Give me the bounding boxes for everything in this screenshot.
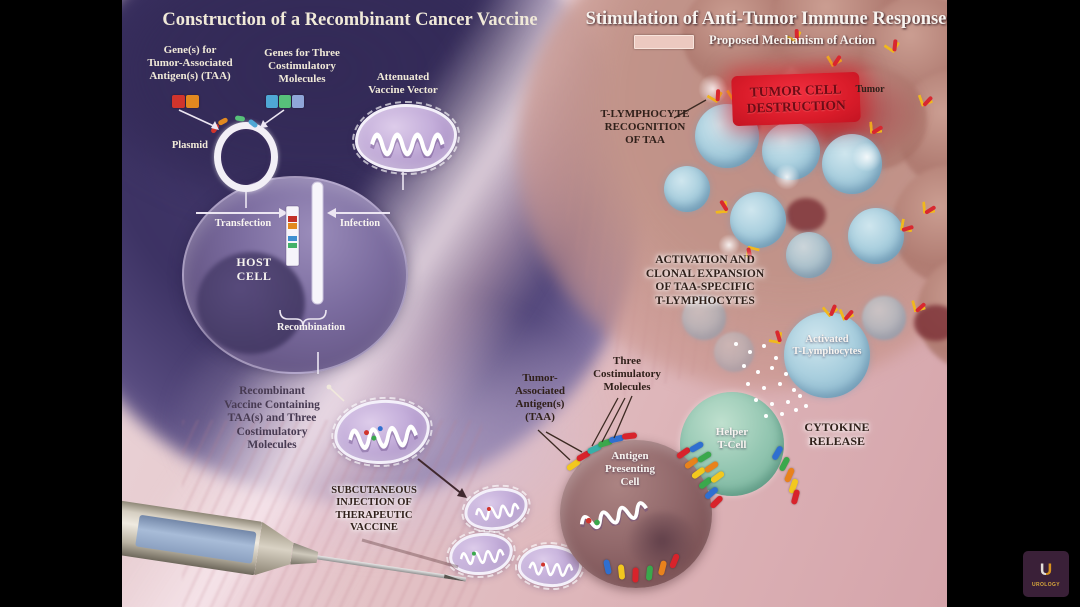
- logo-u-left: U: [1039, 560, 1053, 579]
- syringe-needle: [317, 555, 467, 582]
- t-lymphocyte-faded: [862, 296, 906, 340]
- pillarbox-right: [947, 0, 1080, 607]
- logo-u-right: U: [1039, 560, 1053, 579]
- t-lymphocyte: [664, 166, 710, 212]
- logo-text: UROLOGY: [1031, 582, 1061, 588]
- illustration-canvas: TUMOR CELL DESTRUCTION: [122, 0, 947, 607]
- activated-t-label: Activated T-Lymphocytes: [792, 334, 862, 358]
- tumor-destruction-label: TUMOR CELL DESTRUCTION: [746, 81, 847, 116]
- host-cell-nucleus: [197, 252, 305, 354]
- t-lymphocyte-faded: [682, 296, 726, 340]
- costimulatory-molecule-icon: [621, 432, 638, 440]
- tumor-destruction-banner: TUMOR CELL DESTRUCTION: [731, 71, 861, 127]
- dna-coil: [474, 503, 520, 522]
- plasmid-label: Plasmid: [171, 140, 208, 151]
- recombinant-vaccine-vector: [328, 393, 436, 471]
- left-panel-title: Construction of a Recombinant Cancer Vac…: [162, 10, 538, 30]
- transfection-label: Transfection: [214, 218, 272, 229]
- subcutaneous-injection-label: SUBCUTANEOUS INJECTION OF THERAPEUTIC VA…: [331, 485, 417, 534]
- host-cell-label: HOST CELL: [236, 255, 272, 284]
- taa-pointer-label: Tumor- Associated Antigen(s) (TAA): [514, 372, 566, 423]
- t-lymphocyte: [730, 192, 786, 248]
- tumor-label: Tumor: [855, 84, 885, 95]
- cytokine-release-label: CYTOKINE RELEASE: [804, 420, 870, 449]
- t-recognition-label: T-LYMPHOCYTE RECOGNITION OF TAA: [600, 108, 690, 146]
- activated-t-lymphocyte: [784, 312, 870, 398]
- activation-label: ACTIVATION AND CLONAL EXPANSION OF TAA-S…: [645, 254, 765, 307]
- taa-gene-swatch: [172, 95, 185, 108]
- injected-vaccine-particle: [513, 540, 587, 592]
- destruction-flash: [718, 234, 740, 256]
- costim-gene-swatch: [279, 95, 291, 108]
- cytokine-particles: [734, 342, 738, 346]
- dna-coil: [527, 561, 573, 578]
- logo-u-icon: U U: [1036, 560, 1056, 579]
- destruction-flash: [852, 142, 882, 172]
- destruction-flash: [774, 164, 800, 190]
- dna-coil: [348, 425, 419, 454]
- taa-gene-swatch: [186, 95, 199, 108]
- costim-gene-swatch: [292, 95, 304, 108]
- costim-gene-swatch: [266, 95, 278, 108]
- infection-label: Infection: [339, 218, 381, 229]
- mechanism-subtitle: Proposed Mechanism of Action: [708, 33, 876, 47]
- syringe-liquid: [135, 514, 257, 564]
- attenuated-vaccine-vector: [352, 101, 460, 175]
- recombinant-vaccine-label: Recombinant Vaccine Containing TAA(s) an…: [224, 385, 320, 452]
- attenuated-vector-label: Attenuated Vaccine Vector: [368, 71, 438, 96]
- apc-dna-coil: [579, 501, 649, 532]
- gene-taa-label: Gene(s) for Tumor-Associated Antigen(s) …: [147, 44, 233, 82]
- tumor-spot: [786, 198, 826, 232]
- syringe-hub: [290, 543, 319, 569]
- injected-vaccine-particle: [458, 480, 534, 538]
- t-lymphocyte: [848, 208, 904, 264]
- plasmid-ring: [214, 122, 278, 192]
- dna-coil: [369, 132, 445, 158]
- injected-vaccine-particle: [444, 526, 518, 582]
- t-lymphocyte-faded: [714, 332, 754, 372]
- pillarbox-left: [0, 0, 122, 607]
- helper-tcell-label: Helper T-Cell: [715, 426, 749, 451]
- right-panel-title: Stimulation of Anti-Tumor Immune Respons…: [585, 9, 947, 29]
- t-lymphocyte: [786, 232, 832, 278]
- channel-logo: U U UROLOGY: [1023, 551, 1069, 597]
- costim-pointer-label: Three Costimulatory Molecules: [593, 355, 661, 393]
- mechanism-swatch: [634, 35, 694, 49]
- recombination-label: Recombination: [276, 322, 346, 333]
- gene-costim-label: Genes for Three Costimulatory Molecules: [264, 47, 340, 85]
- costimulatory-molecule-icon: [632, 567, 639, 583]
- apc-label: Antigen Presenting Cell: [605, 450, 655, 488]
- dna-coil: [459, 549, 505, 566]
